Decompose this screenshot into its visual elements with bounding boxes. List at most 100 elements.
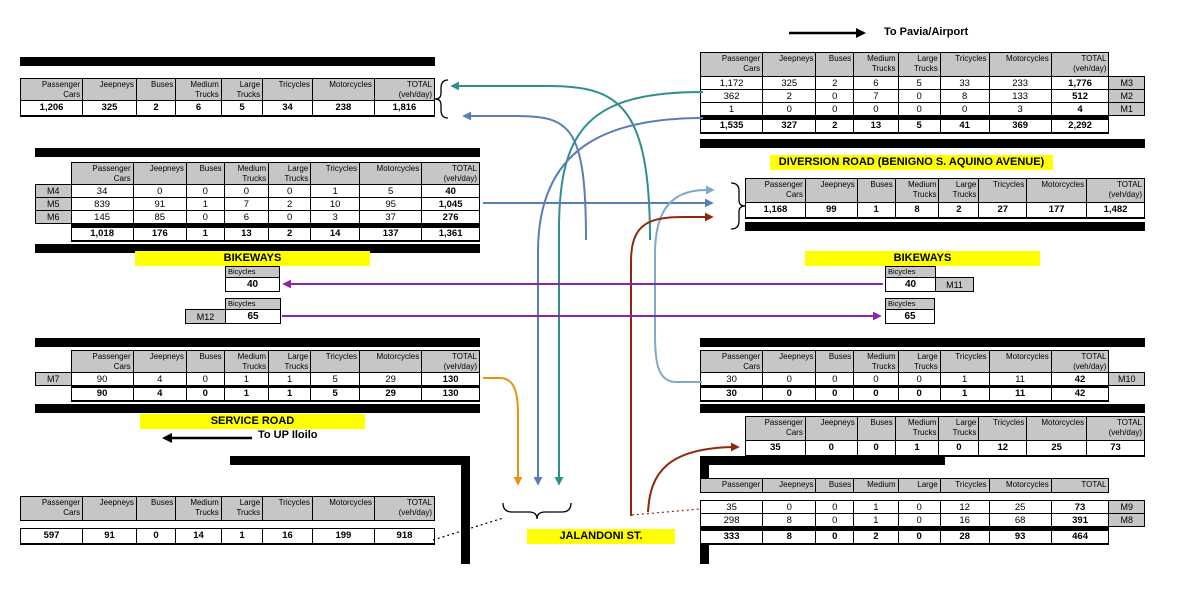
header-cell: Motorcycles xyxy=(359,349,423,374)
value-cell: 91 xyxy=(82,528,137,545)
value-cell xyxy=(36,351,72,373)
value-cell: 1 xyxy=(220,528,264,545)
value-cell: 1 xyxy=(853,513,899,527)
value-cell: 0 xyxy=(897,89,941,103)
bikeways-right-label: BIKEWAYS xyxy=(805,251,1040,266)
value-cell: 25 xyxy=(1026,440,1088,457)
header-cell: Large Trucks xyxy=(938,416,980,441)
to-up-iloilo-label: To UP Iloilo xyxy=(258,429,318,441)
value-cell: 4 xyxy=(1050,102,1110,116)
header-cell: Tricycles xyxy=(262,496,313,521)
spacer-row xyxy=(701,493,1145,501)
header-cell: Motorcycles xyxy=(311,496,375,521)
value-cell: 839 xyxy=(70,197,134,212)
dotted-connector-darkred xyxy=(631,508,701,516)
value-cell: 1 xyxy=(268,372,312,387)
value-cell: 130 xyxy=(421,387,480,402)
value-cell: 91 xyxy=(132,197,187,212)
service-road-label: SERVICE ROAD xyxy=(140,414,365,429)
bicycles-header: Bicycles xyxy=(225,266,280,278)
value-cell: 2 xyxy=(853,530,899,545)
header-cell: Jeepneys xyxy=(804,178,858,203)
station-label: M3 xyxy=(1108,76,1145,90)
station-label: M6 xyxy=(35,210,72,225)
value-cell: 3 xyxy=(310,210,361,225)
value-cell: 40 xyxy=(885,277,936,292)
station-label: M4 xyxy=(35,184,72,199)
value-cell: 16 xyxy=(939,513,990,527)
bicycles-header: Bicycles xyxy=(186,298,281,310)
value-cell: 37 xyxy=(359,210,423,225)
value-cell: 2 xyxy=(762,89,817,103)
value-cell: 0 xyxy=(815,530,855,545)
value-cell: 13 xyxy=(853,119,899,134)
header-cell: Passenger Cars xyxy=(745,178,806,203)
header-cell: Buses xyxy=(185,161,225,186)
header-cell: Jeepneys xyxy=(82,77,137,102)
value-cell: 276 xyxy=(421,210,480,225)
header-cell: Jeepneys xyxy=(762,478,817,493)
value-cell: 1,172 xyxy=(699,76,764,90)
bicycles-value: 40 xyxy=(225,277,280,292)
value-cell xyxy=(1109,351,1145,373)
value-cell: 0 xyxy=(762,500,817,514)
header-cell: Passenger Cars xyxy=(70,161,134,186)
header-cell: Large Trucks xyxy=(268,349,312,374)
road-bar xyxy=(20,57,435,66)
station-label: M11 xyxy=(935,277,974,292)
flow-arrow-orange-down xyxy=(483,377,523,486)
value-cell: 30 xyxy=(699,387,764,402)
header-cell: Passenger Cars xyxy=(19,496,84,521)
station-label: M8 xyxy=(1108,513,1145,527)
header-cell: Buses xyxy=(815,349,855,374)
value-cell: 14 xyxy=(175,528,222,545)
spacer-row xyxy=(21,521,435,529)
value-cell: 35 xyxy=(699,500,764,514)
value-cell: 93 xyxy=(988,530,1052,545)
value-cell: 1,361 xyxy=(421,227,480,242)
value-cell: 2 xyxy=(815,76,855,90)
flow-arrow-teal-left xyxy=(450,81,651,241)
header-cell: Tricycles xyxy=(262,77,313,102)
road-corner-bar xyxy=(461,456,470,564)
header-cell: Medium Trucks xyxy=(853,52,899,77)
header-cell: Tricycles xyxy=(978,178,1028,203)
header-cell: Large Trucks xyxy=(268,161,312,186)
value-cell: 0 xyxy=(762,387,817,402)
value-cell: 12 xyxy=(939,500,990,514)
value-cell xyxy=(936,267,974,278)
value-cell: 2 xyxy=(268,197,312,212)
value-cell: 176 xyxy=(132,227,187,242)
value-cell: 0 xyxy=(762,372,817,387)
value-cell: 29 xyxy=(359,387,423,402)
value-cell: 0 xyxy=(185,372,225,387)
bicycles-value: 65 xyxy=(885,309,935,324)
header-cell: Buses xyxy=(856,178,896,203)
header-cell: Large xyxy=(897,478,941,493)
value-cell: 0 xyxy=(185,184,225,199)
value-cell: 1 xyxy=(939,387,990,402)
value-cell: 68 xyxy=(988,513,1052,527)
bikeways-left-label: BIKEWAYS xyxy=(135,251,370,266)
header-cell: Passenger Cars xyxy=(699,349,764,374)
value-cell: 90 xyxy=(70,387,134,402)
value-cell xyxy=(1109,388,1145,401)
road-bar xyxy=(745,222,1145,231)
road-bar xyxy=(35,244,480,253)
header-cell: Passenger xyxy=(699,478,764,493)
header-cell: Buses xyxy=(856,416,896,441)
